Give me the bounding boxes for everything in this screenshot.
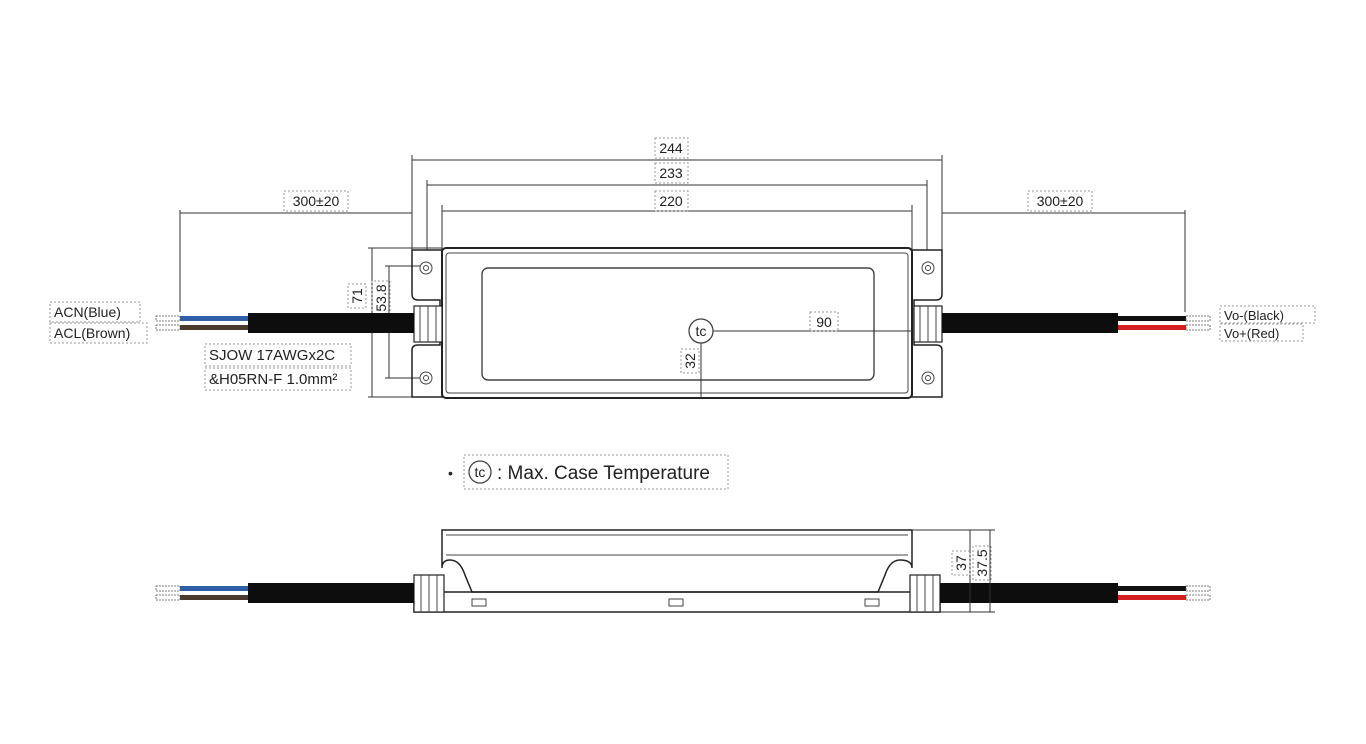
- dim-label-cable-right: 300±20: [1037, 193, 1084, 209]
- wire-black: [1118, 316, 1186, 321]
- left-mount-flange: [411, 249, 443, 398]
- case-body-top: [441, 247, 913, 399]
- dim-label-71: 71: [349, 288, 365, 304]
- mount-hole-bottom-right: [921, 371, 935, 385]
- legend-text: : Max. Case Temperature: [497, 463, 710, 484]
- wire-tip-acn: [155, 315, 181, 322]
- mount-hole-bottom-left: [419, 371, 433, 385]
- base-slot-center: [668, 598, 684, 607]
- wire-tip-vo-pos: [1185, 324, 1211, 331]
- dim-label-37: 37: [953, 555, 969, 571]
- mount-hole-top-left: [419, 261, 433, 275]
- label-cable-spec-2: &H05RN-F 1.0mm²: [209, 371, 337, 388]
- base-slot-left: [471, 598, 487, 607]
- mount-hole-top-right: [921, 261, 935, 275]
- legend-bullet: •: [448, 465, 453, 481]
- dim-label-32: 32: [682, 353, 698, 369]
- dim-label-375: 37.5: [974, 549, 990, 576]
- label-vo-neg: Vo-(Black): [1224, 308, 1284, 323]
- dim-label-220: 220: [659, 193, 683, 209]
- wire-blue: [180, 316, 248, 321]
- legend-tc-icon-text: tc: [475, 464, 486, 480]
- input-cable-jacket: [248, 313, 414, 333]
- dim-label-cable-left: 300±20: [293, 193, 340, 209]
- wire-red: [1118, 325, 1186, 330]
- wire-brown: [180, 325, 248, 330]
- case-body-side: [441, 529, 913, 593]
- label-acl: ACL(Brown): [54, 325, 130, 341]
- right-mount-flange: [911, 249, 943, 398]
- legend-tc-icon: [468, 460, 492, 484]
- case-label-area: [481, 267, 875, 381]
- output-cable-side: [940, 583, 1118, 603]
- wire-tip-vo-neg: [1185, 315, 1211, 322]
- label-vo-pos: Vo+(Red): [1224, 326, 1279, 341]
- dim-label-244: 244: [659, 140, 683, 156]
- label-cable-spec-1: SJOW 17AWGx2C: [209, 347, 335, 364]
- dim-label-233: 233: [659, 165, 683, 181]
- dim-label-90: 90: [816, 314, 832, 330]
- output-cable-jacket: [942, 313, 1118, 333]
- case-base-side: [413, 591, 941, 613]
- dim-label-538: 53.8: [373, 284, 389, 311]
- label-acn: ACN(Blue): [54, 304, 121, 320]
- wire-tip-acl: [155, 324, 181, 331]
- input-cable-side: [248, 583, 414, 603]
- base-slot-right: [864, 598, 880, 607]
- tc-marker-text: tc: [696, 323, 707, 339]
